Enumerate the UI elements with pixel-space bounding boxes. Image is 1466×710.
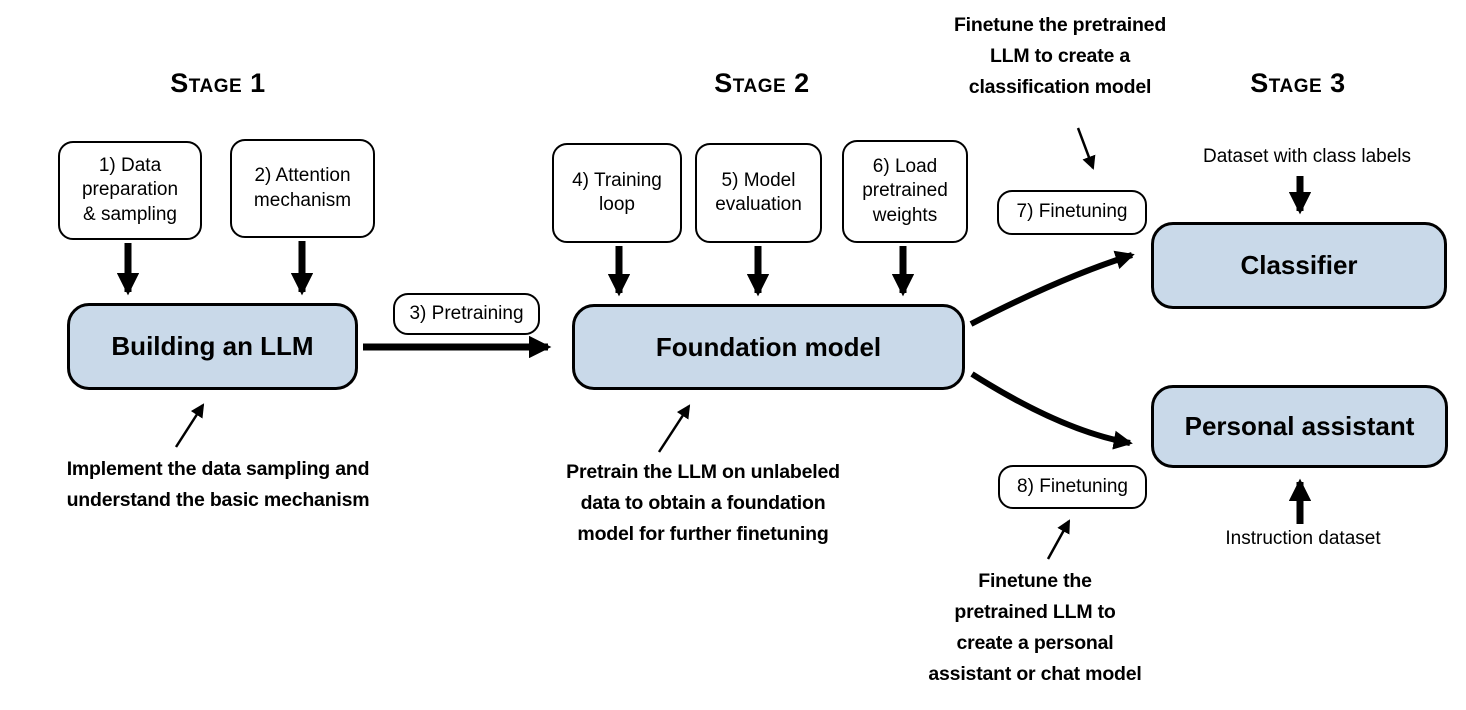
step-box-pretraining: 3) Pretraining — [393, 293, 540, 335]
building-an-llm-box: Building an LLM — [67, 303, 358, 390]
step-box-finetuning-7: 7) Finetuning — [997, 190, 1147, 235]
stage1-title: Stage 1 — [170, 68, 266, 98]
dataset-class-labels-label: Dataset with class labels — [1202, 146, 1412, 167]
assistant-annotation: Finetune the pretrained LLM to create a … — [928, 570, 1142, 685]
pointer-stage2-note — [657, 404, 691, 453]
arrow-foundation-to-assistant — [970, 371, 1133, 450]
pointer-classification-note — [1076, 127, 1096, 170]
personal-assistant-box: Personal assistant — [1151, 385, 1448, 468]
stage1-annotation: Implement the data sampling and understa… — [66, 458, 370, 511]
pointer-stage1-note — [174, 403, 205, 448]
step-box-training-loop: 4) Training loop — [552, 143, 682, 243]
foundation-model-box: Foundation model — [572, 304, 965, 390]
stage3-title: Stage 3 — [1250, 68, 1346, 98]
stage2-annotation: Pretrain the LLM on unlabeled data to ob… — [566, 461, 840, 545]
step-box-load-pretrained-weights: 6) Load pretrained weights — [842, 140, 968, 243]
classifier-box: Classifier — [1151, 222, 1447, 309]
step-box-finetuning-8: 8) Finetuning — [998, 465, 1147, 509]
step-box-attention-mechanism: 2) Attention mechanism — [230, 139, 375, 238]
step-box-data-preparation: 1) Data preparation & sampling — [58, 141, 202, 240]
arrow-foundation-to-classifier — [969, 250, 1135, 327]
stage2-title: Stage 2 — [714, 68, 810, 98]
step-box-model-evaluation: 5) Model evaluation — [695, 143, 822, 243]
instruction-dataset-label: Instruction dataset — [1225, 528, 1381, 549]
classification-annotation: Finetune the pretrained LLM to create a … — [953, 14, 1167, 98]
pointer-assistant-note — [1046, 519, 1071, 560]
